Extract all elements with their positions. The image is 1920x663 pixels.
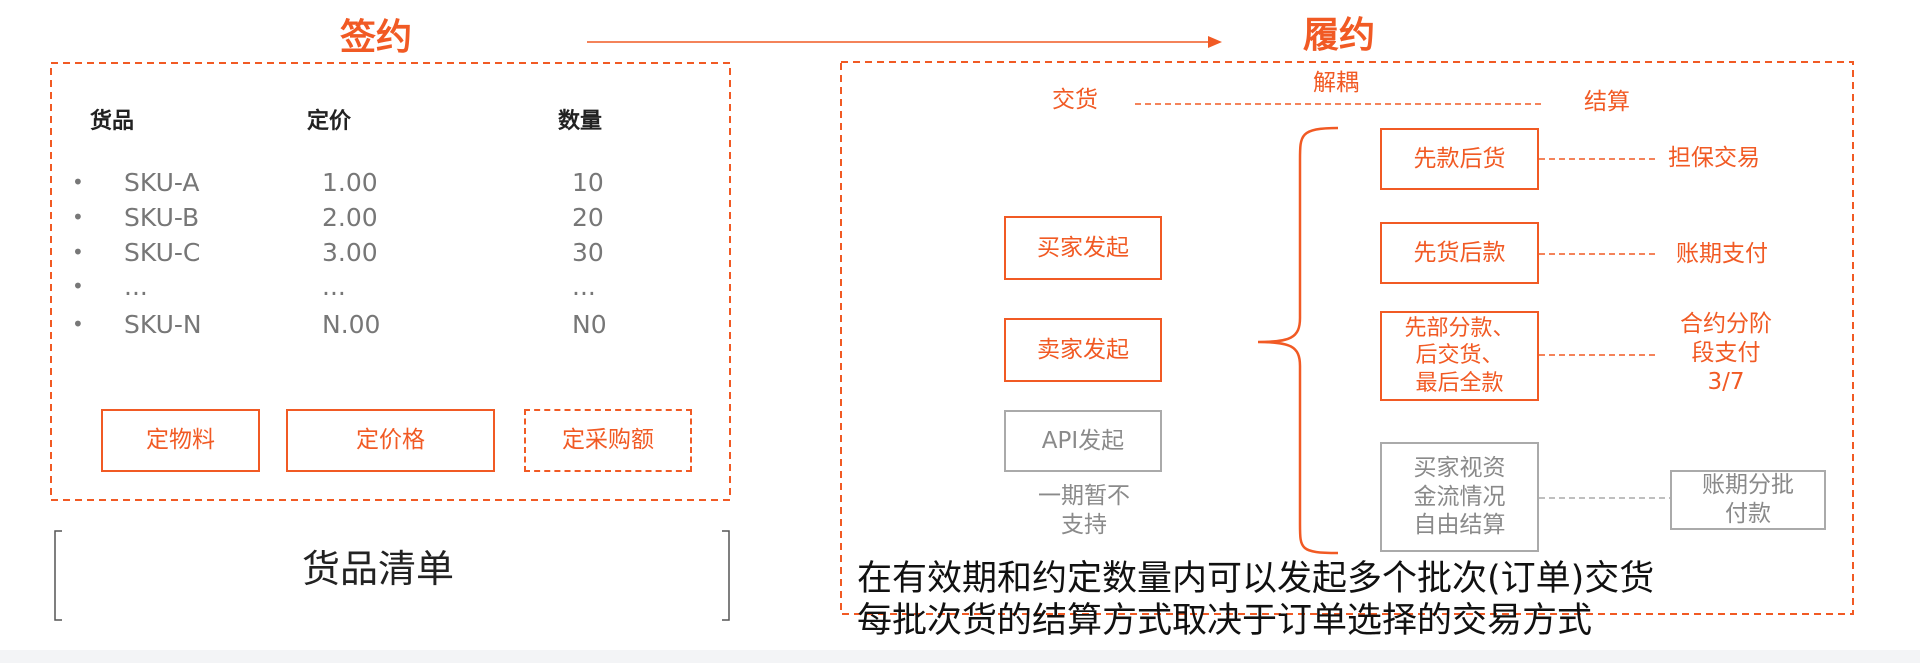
pay-first-box: 先款后货	[1380, 128, 1539, 190]
row-qty: 30	[572, 238, 604, 267]
list-bracket-left	[54, 530, 62, 621]
row-bullet: •	[72, 312, 84, 336]
row-qty: 20	[572, 203, 604, 232]
note-line-1: 在有效期和约定数量内可以发起多个批次(订单)交货	[857, 559, 1655, 599]
buyer-initiate-box: 买家发起	[1004, 216, 1162, 280]
row-bullet: •	[72, 240, 84, 264]
row-qty: ...	[572, 272, 596, 301]
row-sku: SKU-C	[124, 238, 201, 267]
row-sku: SKU-N	[124, 310, 202, 339]
row-sku: SKU-A	[124, 168, 200, 197]
signing-frame	[50, 62, 731, 501]
signing-title: 签约	[340, 17, 413, 58]
header-price: 定价	[307, 109, 352, 134]
staged-payment-label: 合约分阶 段支付 3/7	[1680, 311, 1772, 395]
header-goods: 货品	[90, 109, 135, 134]
credit-payment-label: 账期支付	[1676, 241, 1768, 267]
credit-batch-box: 账期分批 付款	[1670, 470, 1826, 530]
row-sku: SKU-B	[124, 203, 200, 232]
list-bracket-right	[722, 530, 730, 621]
settlement-label: 结算	[1584, 89, 1630, 115]
buyer-view-settlement-box: 买家视资 金流情况 自由结算	[1380, 442, 1539, 552]
row-sku: ...	[124, 272, 148, 301]
delivery-label: 交货	[1052, 87, 1098, 113]
decouple-label: 解耦	[1313, 70, 1359, 96]
bottom-band	[0, 650, 1920, 663]
row-price: ...	[322, 272, 346, 301]
goods-first-box: 先货后款	[1380, 222, 1539, 284]
row-qty: 10	[572, 168, 604, 197]
row-price: 1.00	[322, 168, 378, 197]
row-price: N.00	[322, 310, 381, 339]
seller-initiate-box: 卖家发起	[1004, 318, 1162, 382]
fulfillment-title: 履约	[1303, 15, 1376, 56]
note-line-2: 每批次货的结算方式取决于订单选择的交易方式	[857, 601, 1593, 641]
api-note: 一期暂不 支持	[1038, 483, 1130, 538]
partial-payment-box: 先部分款、 后交货、 最后全款	[1380, 311, 1539, 401]
escrow-label: 担保交易	[1668, 145, 1760, 171]
row-qty: N0	[572, 310, 607, 339]
row-bullet: •	[72, 170, 84, 194]
phase-arrow-head	[1208, 36, 1222, 48]
api-initiate-box: API发起	[1004, 410, 1162, 472]
set-material-button[interactable]: 定物料	[101, 409, 260, 472]
row-bullet: •	[72, 205, 84, 229]
goods-list-label: 货品清单	[302, 547, 455, 591]
fulfillment-frame	[840, 61, 1854, 615]
row-price: 3.00	[322, 238, 378, 267]
brace	[1257, 126, 1339, 555]
row-price: 2.00	[322, 203, 378, 232]
row-bullet: •	[72, 274, 84, 298]
header-qty: 数量	[558, 109, 603, 134]
set-price-button[interactable]: 定价格	[286, 409, 495, 472]
set-purchase-amount-button[interactable]: 定采购额	[524, 409, 692, 472]
